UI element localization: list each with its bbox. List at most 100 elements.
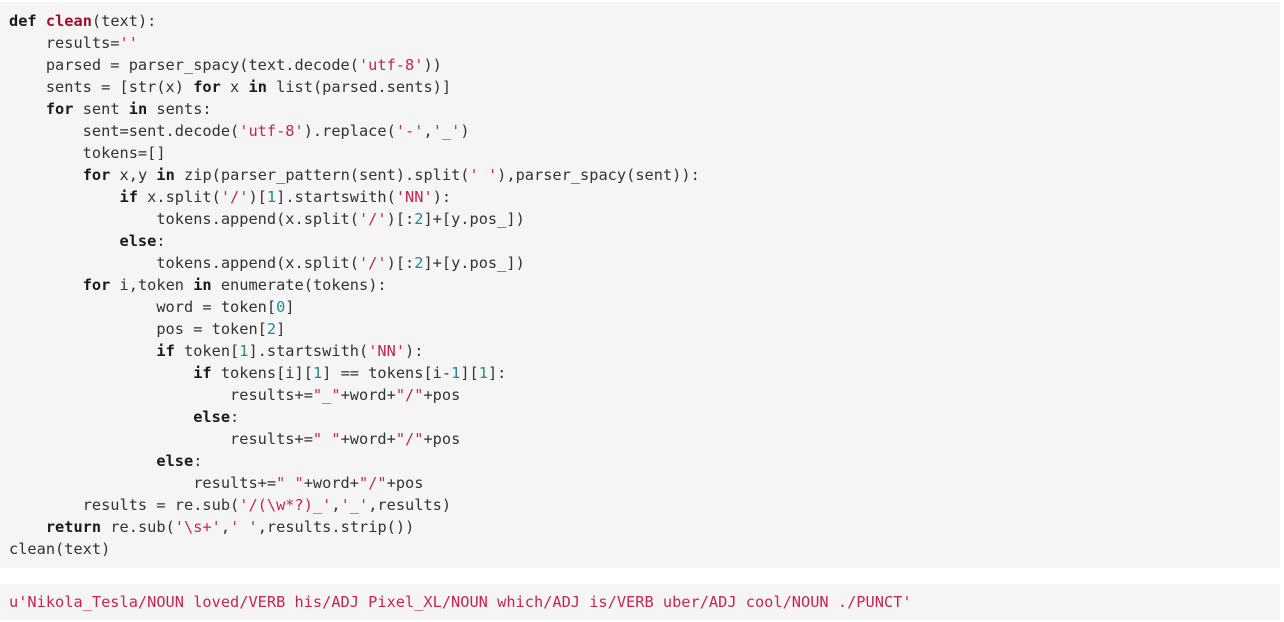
code-token: return	[45, 518, 102, 536]
code-token: sents:	[147, 100, 212, 118]
code-token	[37, 12, 46, 30]
code-token	[9, 364, 193, 382]
code-token: 2	[414, 210, 424, 228]
code-token	[9, 518, 46, 536]
code-token: ' '	[469, 166, 498, 184]
code-token: in	[248, 78, 267, 96]
code-token: word = token[	[9, 298, 277, 316]
code-token: "/"	[395, 430, 424, 448]
code-token	[9, 452, 156, 470]
code-token: "_"	[312, 386, 341, 404]
code-line: if token[1].startswith('NN'):	[9, 340, 700, 362]
code-token: results = re.sub(	[9, 496, 240, 514]
code-token: results+=	[9, 474, 277, 492]
code-token: '/'	[358, 210, 387, 228]
code-token: '/'	[358, 254, 387, 272]
code-token: for	[45, 100, 74, 118]
code-token: :	[193, 452, 203, 470]
code-token	[9, 408, 193, 426]
code-token	[9, 188, 120, 206]
code-token: clean(text)	[9, 540, 111, 558]
code-token: '/'	[220, 188, 249, 206]
code-token: clean	[45, 12, 92, 30]
code-token: in	[128, 100, 148, 118]
output-text: u'Nikola_Tesla/NOUN loved/VERB his/ADJ P…	[9, 593, 912, 611]
code-token: +pos	[423, 386, 461, 404]
code-token: ))	[423, 56, 442, 74]
code-token: tokens.append(x.split(	[9, 254, 359, 272]
code-token: ]	[285, 298, 295, 316]
code-token: ' '	[230, 518, 258, 536]
code-token: 2	[414, 254, 424, 272]
code-token: 1	[239, 342, 249, 360]
code-token: +word+	[340, 430, 396, 448]
code-token: ,results)	[368, 496, 452, 514]
code-token	[9, 100, 46, 118]
code-token: " "	[312, 430, 341, 448]
code-line: clean(text)	[9, 538, 700, 560]
code-line: return re.sub('\s+',' ',results.strip())	[9, 516, 700, 538]
code-line: parsed = parser_spacy(text.decode('utf-8…	[9, 54, 700, 76]
code-token: (text):	[91, 12, 157, 30]
code-token	[9, 232, 120, 250]
code-token: for	[82, 276, 111, 294]
code-token: '_'	[432, 122, 461, 140]
code-line: for sent in sents:	[9, 98, 700, 120]
code-token: if	[193, 364, 212, 382]
code-line: def clean(text):	[9, 10, 700, 32]
code-token: for	[193, 78, 221, 96]
code-token: ):	[432, 188, 452, 206]
code-line: tokens.append(x.split('/')[:2]+[y.pos_])	[9, 208, 700, 230]
code-token: +pos	[386, 474, 424, 492]
code-token: 1	[266, 188, 277, 206]
code-line: tokens.append(x.split('/')[:2]+[y.pos_])	[9, 252, 700, 274]
code-token: ),parser_spacy(sent)):	[497, 166, 700, 184]
code-token: '-'	[395, 122, 424, 140]
code-token: ]+[y.pos_])	[423, 210, 525, 228]
code-token: 2	[266, 320, 277, 338]
code-line: sent=sent.decode('utf-8').replace('-','_…	[9, 120, 700, 142]
code-token: )[:	[386, 254, 415, 272]
code-token: )	[460, 122, 470, 140]
code-content: def clean(text): results='' parsed = par…	[9, 10, 700, 560]
code-token: ,results.strip())	[257, 518, 415, 536]
code-token: results+=	[9, 386, 313, 404]
code-line: if x.split('/')[1].startswith('NN'):	[9, 186, 700, 208]
code-token: sent=sent.decode(	[9, 122, 240, 140]
code-token: +pos	[423, 430, 461, 448]
code-token: re.sub(	[101, 518, 175, 536]
code-line: results=''	[9, 32, 700, 54]
code-token: sent	[73, 100, 129, 118]
code-token: ,	[423, 122, 433, 140]
code-token: )[:	[386, 210, 415, 228]
code-token: in	[156, 166, 175, 184]
code-token: results+=	[9, 430, 313, 448]
code-line: word = token[0]	[9, 296, 700, 318]
code-token: sents = [str(x)	[9, 78, 194, 96]
code-token: 'NN'	[395, 188, 433, 206]
output-cell: u'Nikola_Tesla/NOUN loved/VERB his/ADJ P…	[0, 584, 1280, 620]
code-token: ].startswith(	[248, 342, 369, 360]
code-token: if	[156, 342, 175, 360]
code-line: sents = [str(x) for x in list(parsed.sen…	[9, 76, 700, 98]
code-line: results+=" "+word+"/"+pos	[9, 428, 700, 450]
code-line: tokens=[]	[9, 142, 700, 164]
code-token: 'NN'	[368, 342, 406, 360]
code-token: 0	[276, 298, 286, 316]
code-token: 'utf-8'	[239, 122, 304, 140]
code-token: ,	[331, 496, 341, 514]
code-line: else:	[9, 450, 700, 472]
code-token: 1	[478, 364, 488, 382]
code-token: for	[82, 166, 111, 184]
code-token: pos = token[	[9, 320, 267, 338]
code-line: else:	[9, 230, 700, 252]
code-token: ):	[405, 342, 424, 360]
code-token: list(parsed.sents)]	[266, 78, 452, 96]
code-token: '\s+'	[174, 518, 221, 536]
code-token: in	[193, 276, 212, 294]
code-token: " "	[276, 474, 304, 492]
code-token: i,token	[110, 276, 194, 294]
code-token: tokens[i][	[211, 364, 313, 382]
code-token: +word+	[303, 474, 359, 492]
code-token: x	[220, 78, 249, 96]
